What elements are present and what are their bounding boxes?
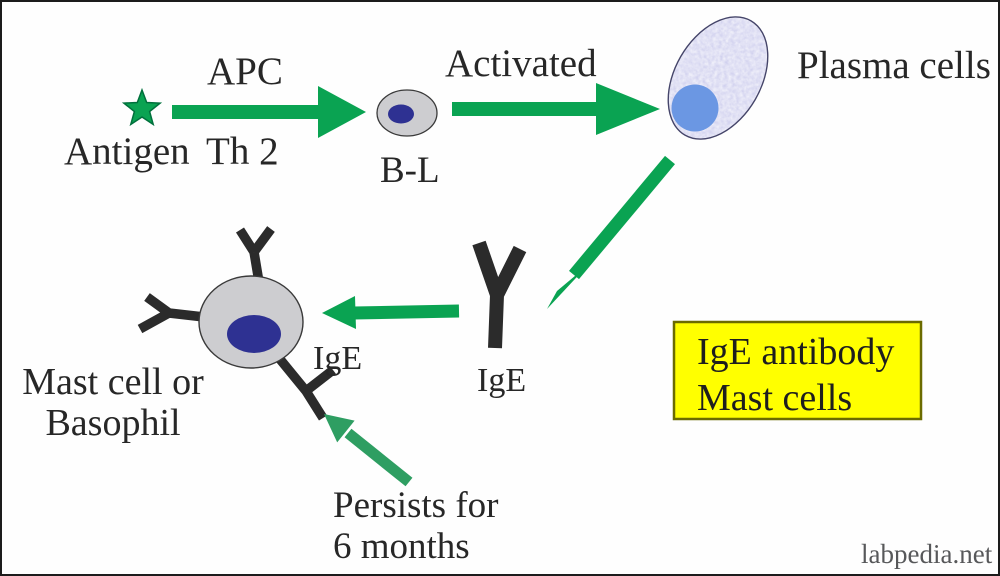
persists-label-line2: 6 months <box>333 525 470 567</box>
plasma-to-ige-arrow-shaft <box>569 155 675 280</box>
ige-receptor-bottom-icon <box>275 354 336 421</box>
apc-arrow <box>172 86 366 138</box>
callout-box: IgE antibody Mast cells <box>676 324 923 421</box>
plasma-to-ige-arrow <box>547 155 675 309</box>
ige-to-mast-arrow-head <box>322 296 356 329</box>
antigen-star-icon <box>121 87 163 127</box>
persists-label: Persists for 6 months <box>333 485 499 567</box>
persists-label-line1: Persists for <box>333 485 499 526</box>
callout-highlight-rect <box>672 320 923 421</box>
activated-label: Activated <box>445 42 597 85</box>
watermark: labpedia.net <box>861 539 993 569</box>
th2-label: Th 2 <box>206 130 279 173</box>
plasma-cell <box>667 16 769 140</box>
antigen-label: Antigen <box>64 130 190 173</box>
activated-arrow <box>452 83 660 135</box>
plasma-to-ige-arrow-head <box>547 265 588 309</box>
ige-receptor-top-icon <box>235 226 275 283</box>
ige-to-mast-arrow <box>322 296 460 329</box>
mast-cell-label-line1: Mast cell or <box>22 361 204 403</box>
plasma-cell-texture <box>669 17 767 139</box>
bl-cell <box>376 89 438 137</box>
ige-antibody-icon <box>472 240 527 349</box>
apc-arrow-shaft <box>172 105 319 119</box>
ige-receptor-left-icon <box>137 293 205 334</box>
bl-cell-nucleus <box>388 104 414 124</box>
mast-cell-label-line2: Basophil <box>45 402 181 445</box>
apc-arrow-head <box>318 86 366 138</box>
apc-label: APC <box>207 50 283 93</box>
callout-line1: IgE antibody <box>697 331 895 373</box>
persists-arrow-shaft <box>344 428 413 487</box>
plasma-cells-label: Plasma cells <box>797 44 991 87</box>
ige-receptor-label: IgE <box>313 340 363 377</box>
plasma-cell-outline <box>667 16 769 140</box>
mast-cell <box>137 226 336 421</box>
activated-arrow-head <box>596 83 660 135</box>
callout-line2: Mast cells <box>697 377 853 420</box>
ige-antibody-label: IgE <box>477 362 527 399</box>
activated-arrow-shaft <box>452 102 597 116</box>
mast-cell-nucleus <box>227 315 281 353</box>
mast-cell-label: Mast cell or Basophil <box>12 361 214 445</box>
persists-arrow-head <box>324 414 355 443</box>
ige-to-mast-arrow-shaft <box>353 304 460 320</box>
plasma-cell-nucleus <box>671 84 719 132</box>
persists-arrow <box>324 414 413 487</box>
bl-cell-label: B-L <box>380 150 440 191</box>
